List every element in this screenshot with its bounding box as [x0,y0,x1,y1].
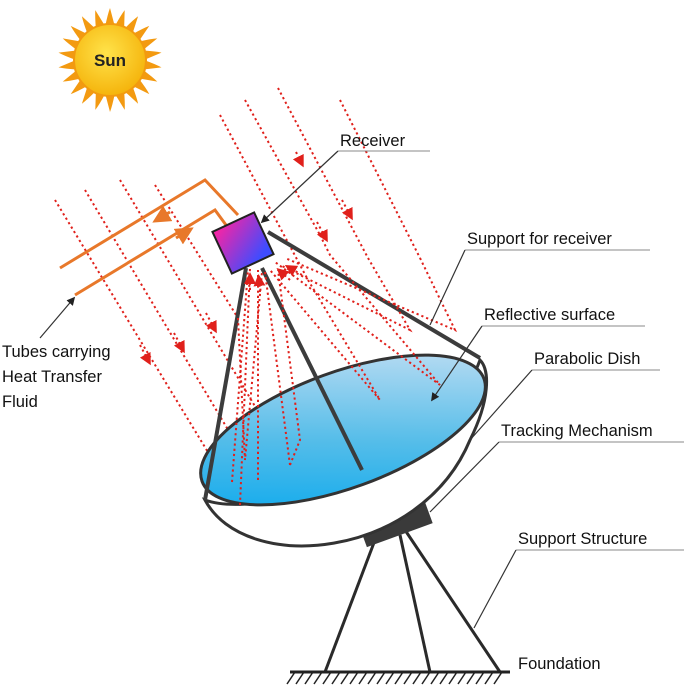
hatch-line [286,671,296,685]
heat-transfer-tubes [59,178,240,297]
label-reflective-surface: Reflective surface [431,306,645,402]
hatch-line [448,671,458,685]
hatch-line [313,671,323,685]
ray-arrow [292,151,304,168]
label-support-structure: Support Structure [473,530,684,629]
hatch-line [430,671,440,685]
hatch-line [403,671,413,685]
hatch-line [493,671,503,685]
hatch-line [475,671,485,685]
support-leg [403,529,502,673]
hatch-line [385,671,395,685]
tube-flow-arrow [152,205,173,223]
label-tracking-mechanism: Tracking Mechanism [429,422,684,513]
label-foundation: Foundation [518,655,601,673]
reflected-ray [264,271,291,466]
hatch-line [322,671,332,685]
tube-outer [59,178,240,270]
hatch-line [349,671,359,685]
tubes-label-line3: Fluid [2,393,38,411]
support-for-receiver-label: Support for receiver [467,230,612,248]
tube-flow-arrow [173,227,194,245]
tubes-label-line1: Tubes carrying [2,343,111,361]
support-leg [398,534,432,673]
hatch-line [466,671,476,685]
reflected-ray [239,267,251,506]
sun: Sun [58,8,162,112]
hatch-line [457,671,467,685]
support-structure-label: Support Structure [518,530,647,548]
reflected-ray [284,257,458,332]
reflected-ray [277,269,302,466]
hatch-line [394,671,404,685]
ground-hatch [286,671,503,685]
sun-core [73,23,147,97]
sun-label: Sun [94,51,126,70]
reflected-rays [231,234,458,506]
receiver [211,211,275,275]
parabolic-dish-label: Parabolic Dish [534,350,640,368]
tracking-mechanism-label: Tracking Mechanism [501,422,653,440]
hatch-line [421,671,431,685]
hatch-line [358,671,368,685]
hatch-line [484,671,494,685]
label-tubes: Tubes carrying Heat Transfer Fluid [2,296,111,411]
ray-arrow [173,332,185,354]
hatch-line [376,671,386,685]
ray-arrow [253,274,266,293]
support-structure [323,529,502,673]
hatch-line [439,671,449,685]
foundation-label: Foundation [518,655,601,673]
foundation-ground [286,670,510,685]
support-leg [323,539,377,673]
incoming-ray [339,99,421,259]
hatch-line [367,671,377,685]
label-receiver: Receiver [260,132,430,224]
incoming-ray [277,87,369,259]
reflected-ray [231,269,249,483]
hatch-line [340,671,350,685]
reflective-surface-label: Reflective surface [484,306,615,324]
tubes-label-line2: Heat Transfer [2,368,102,386]
ray-arrow [205,312,217,334]
hatch-line [331,671,341,685]
label-parabolic-dish: Parabolic Dish [469,350,660,441]
reflected-ray [279,257,413,333]
hatch-line [412,671,422,685]
receiver-label: Receiver [340,132,406,150]
hatch-line [295,671,305,685]
ray-arrow [284,264,303,277]
reflected-ray [274,234,441,386]
label-support-for-receiver: Support for receiver [429,230,650,326]
reflected-ray [237,271,263,461]
tube-inner [74,208,228,297]
hatch-line [304,671,314,685]
ray-arrow [316,221,328,243]
